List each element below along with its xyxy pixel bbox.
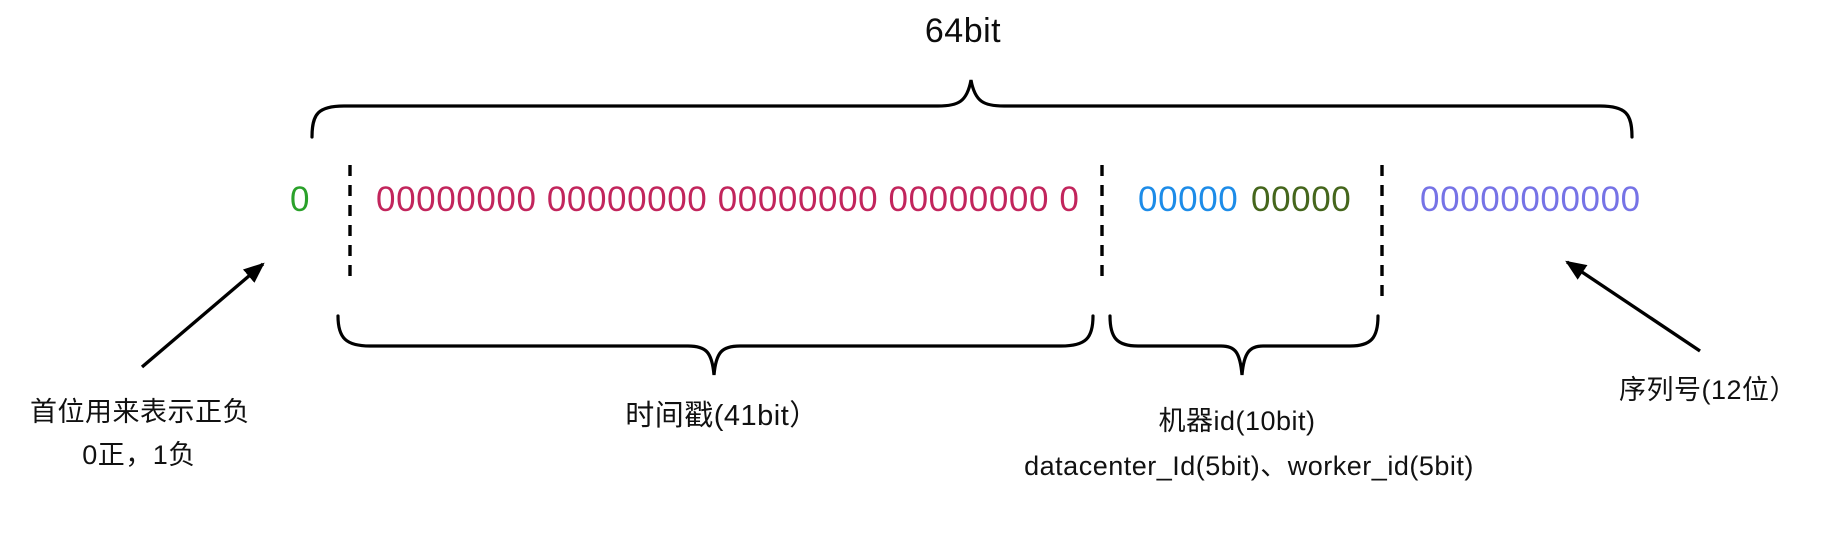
diagram-title: 64bit bbox=[924, 12, 1002, 50]
worker-bits: 00000 bbox=[1251, 180, 1352, 219]
sign-label-line2: 0正，1负 bbox=[82, 440, 196, 470]
datacenter-bits: 00000 bbox=[1138, 180, 1239, 219]
sign-bit: 0 bbox=[290, 180, 311, 219]
sign-bit-arrow bbox=[140, 262, 265, 369]
timestamp-bits: 00000000 00000000 00000000 00000000 0 bbox=[376, 180, 1080, 219]
machine-id-label: 机器id(10bit) bbox=[1158, 406, 1316, 436]
sign-label-line1: 首位用来表示正负 bbox=[30, 397, 250, 427]
sequence-label: 序列号(12位） bbox=[1618, 375, 1798, 405]
machine-id-sublabel: datacenter_Id(5bit)、worker_id(5bit) bbox=[1024, 451, 1474, 481]
machine-id-brace bbox=[1108, 314, 1380, 376]
sequence-arrow bbox=[1565, 260, 1701, 353]
top-brace-64bit bbox=[310, 79, 1634, 139]
timestamp-label: 时间戳(41bit） bbox=[625, 400, 819, 432]
sequence-bits: 00000000000 bbox=[1420, 180, 1641, 219]
timestamp-brace bbox=[336, 314, 1095, 376]
